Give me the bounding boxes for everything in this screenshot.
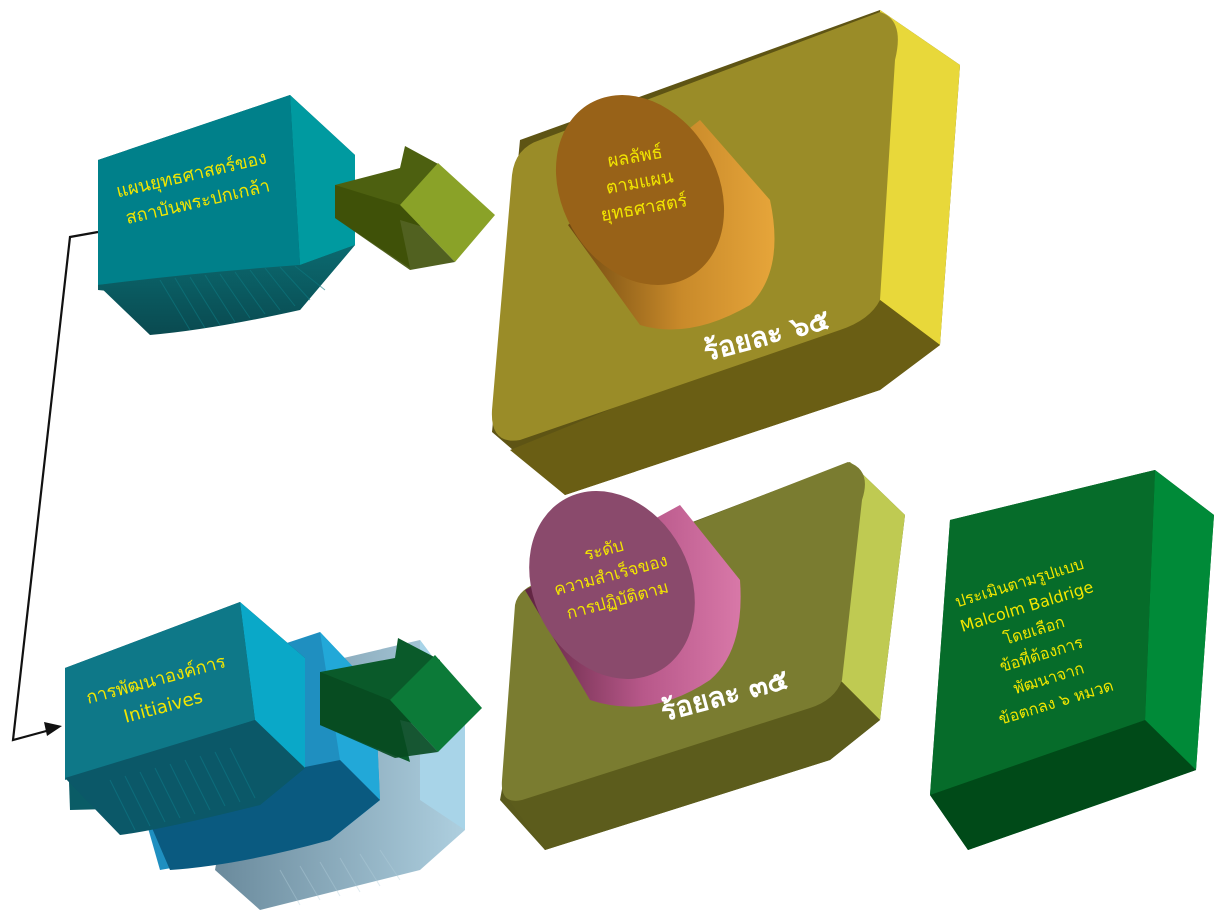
bottom-block-arrow — [320, 638, 482, 762]
achievement-cylinder — [525, 491, 741, 707]
strategic-plan-block — [98, 95, 355, 335]
results-cylinder — [555, 95, 775, 330]
connector-arrow — [11, 230, 99, 742]
assessment-block — [930, 470, 1214, 850]
top-block-arrow — [335, 146, 495, 270]
